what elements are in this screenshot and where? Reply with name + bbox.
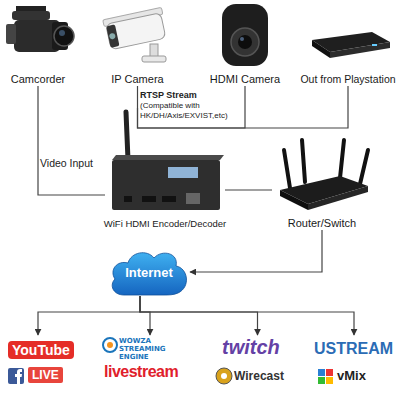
connector-line [38, 86, 105, 195]
console-front [330, 42, 390, 58]
device-label: Camcorder [0, 73, 84, 85]
playstation-illustration [312, 32, 390, 58]
hdmi-camera-lens [238, 35, 252, 49]
wirecast-disc [216, 368, 232, 384]
platform-logo-text: WOWZA STREAMING ENGINE [119, 337, 197, 361]
ip-camera-mount [150, 44, 158, 57]
device-label: Router/Switch [262, 217, 382, 229]
device-node: Out from Playstation [298, 4, 398, 86]
vmix-icon [318, 369, 333, 384]
connector-line [138, 86, 349, 128]
console-led [372, 44, 377, 46]
router-side [308, 186, 368, 210]
encoder-body [112, 160, 220, 210]
connector-line [140, 296, 150, 335]
hdmi-camera-body [222, 4, 268, 66]
wirecast-icon [216, 368, 232, 384]
platform-group: USTREAM vMix [310, 335, 398, 397]
connector-line [140, 296, 354, 335]
device-label: IP Camera [90, 73, 185, 85]
edge-label: RTSP Stream [140, 90, 197, 100]
platform-group: WOWZA STREAMING ENGINE livestream [100, 335, 200, 397]
encoder-top [112, 155, 224, 160]
facebook-icon [8, 368, 24, 384]
platform-logo-text: livestream [104, 363, 178, 381]
vmix-tile [318, 369, 325, 376]
router-antenna [284, 150, 290, 188]
connector-line [137, 86, 138, 108]
cloud-label: Internet [108, 265, 190, 280]
ip-camera-lens [109, 33, 116, 40]
vmix-tile [318, 377, 325, 384]
platform-logo-text: twitch [222, 336, 280, 359]
router-node: Router/Switch [272, 135, 372, 230]
wowza-ring [103, 338, 117, 352]
device-label: Out from Playstation [288, 73, 400, 85]
facebook-square [8, 368, 24, 384]
platform-logo-text: YouTube [8, 341, 74, 359]
router-illustration [280, 140, 368, 210]
connector-line [138, 86, 246, 128]
camcorder-mic [16, 6, 46, 11]
encoder-illustration [112, 112, 224, 210]
edge-label: Video Input [40, 157, 93, 169]
connector-line [225, 189, 272, 190]
wowza-icon [103, 338, 117, 352]
wowza-core [107, 342, 113, 348]
wirecast-center [221, 373, 227, 379]
note-label: (Compatible with HK/DH/Axis/EXVIST,etc) [140, 101, 244, 121]
device-node: HDMI Camera [205, 4, 285, 86]
ip-camera-face [106, 24, 119, 47]
hdmi-camera-lens-ring [231, 28, 259, 56]
encoder-port [124, 196, 132, 202]
facebook-glyph [15, 369, 22, 384]
platform-logo-text: LIVE [28, 367, 63, 383]
encoder-ethernet-port [186, 193, 200, 204]
router-antenna [340, 140, 344, 178]
internet-cloud: Internet [108, 248, 190, 296]
router-antenna [360, 150, 368, 184]
platform-logo-text: USTREAM [314, 340, 393, 358]
router-front [280, 190, 308, 210]
vmix-tile [326, 369, 333, 376]
device-node: Camcorder [2, 4, 74, 86]
platform-logo-text: vMix [337, 368, 366, 383]
ip-camera-base [142, 56, 166, 62]
hdmi-camera-illustration [222, 4, 268, 66]
encoder-port [142, 196, 156, 202]
camcorder-lens [54, 26, 74, 46]
device-label: WiFi HDMI Encoder/Decoder [95, 218, 235, 229]
encoder-antenna [126, 112, 128, 160]
connector-line [140, 296, 258, 335]
platform-group: twitchWirecast [210, 335, 305, 397]
camcorder-illustration [6, 6, 74, 52]
connector-line [38, 296, 140, 335]
vmix-tile [326, 377, 333, 384]
device-node: IP Camera [100, 4, 175, 86]
camcorder-lens-glint [59, 30, 65, 36]
router-antenna [302, 140, 305, 182]
camcorder-screen [6, 24, 16, 44]
device-label: HDMI Camera [195, 73, 295, 85]
platform-logo-text: Wirecast [234, 369, 284, 383]
encoder-port [162, 196, 176, 202]
encoder-node: WiFi HDMI Encoder/Decoder [105, 108, 225, 230]
connector-line [190, 230, 322, 272]
platform-group: YouTubeLIVE [2, 335, 74, 397]
encoder-display [168, 167, 198, 178]
console-side [312, 40, 330, 58]
hdmi-camera-glint [240, 37, 244, 41]
camcorder-handle [12, 11, 50, 20]
